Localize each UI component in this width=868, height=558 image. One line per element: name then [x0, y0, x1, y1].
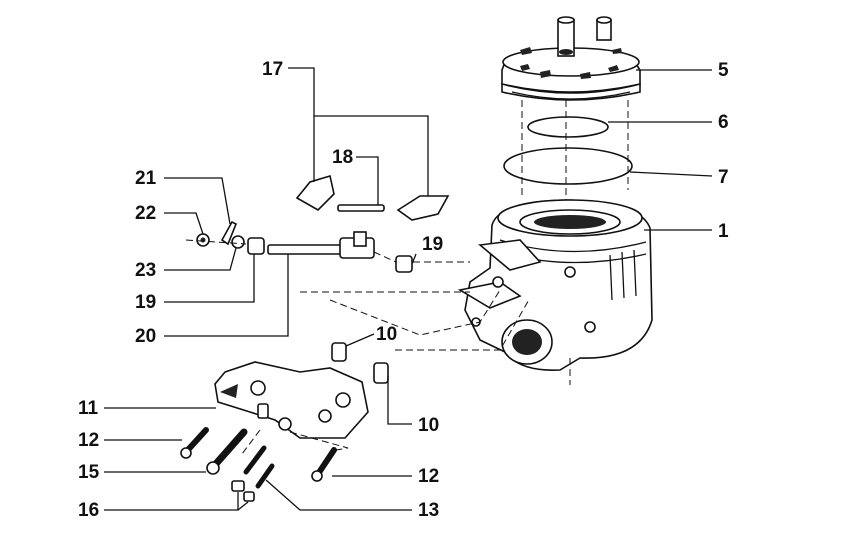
callout-7: 7	[718, 167, 729, 188]
o-ring-part	[527, 116, 609, 138]
bolt-15-part	[206, 428, 248, 475]
callout-23: 23	[135, 260, 156, 281]
valve-shaft-part	[267, 231, 397, 263]
bushing-left-part	[247, 237, 265, 255]
bolt-12-right-part	[311, 447, 337, 482]
spring-part	[231, 235, 245, 249]
cylinder-gasket-part	[503, 147, 633, 185]
pin-part	[337, 204, 385, 212]
callout-13: 13	[418, 500, 439, 521]
nut-16-part	[231, 480, 255, 502]
callout-12-right: 12	[418, 466, 439, 487]
leader-lines	[104, 67, 713, 511]
bushing-right-part	[395, 255, 413, 273]
callout-5: 5	[718, 60, 729, 81]
spacer-lower-part	[373, 362, 389, 384]
callout-15: 15	[78, 462, 100, 483]
callout-19-left: 19	[135, 292, 156, 313]
spacer-upper-part	[331, 342, 347, 362]
callout-10-upper: 10	[376, 324, 397, 345]
callout-1: 1	[718, 221, 729, 242]
callout-12-left: 12	[78, 430, 99, 451]
cylinder-head-part	[501, 16, 641, 101]
callout-11: 11	[78, 398, 99, 419]
exhaust-valve-right-part	[396, 195, 450, 221]
bolt-12-left-part	[180, 427, 209, 459]
lever-part	[220, 220, 238, 246]
exhaust-valve-left-part	[295, 174, 335, 211]
callout-16: 16	[78, 500, 99, 521]
stud-13-part	[243, 445, 275, 489]
callout-22: 22	[135, 203, 156, 224]
callout-17: 17	[262, 59, 283, 80]
callout-21: 21	[135, 168, 157, 189]
callout-18: 18	[332, 147, 353, 168]
cylinder-part	[457, 199, 653, 385]
callout-20: 20	[135, 326, 156, 347]
callout-10-lower: 10	[418, 415, 439, 436]
bracket-part	[214, 361, 369, 439]
callout-6: 6	[718, 112, 729, 133]
callout-19-right: 19	[422, 234, 443, 255]
